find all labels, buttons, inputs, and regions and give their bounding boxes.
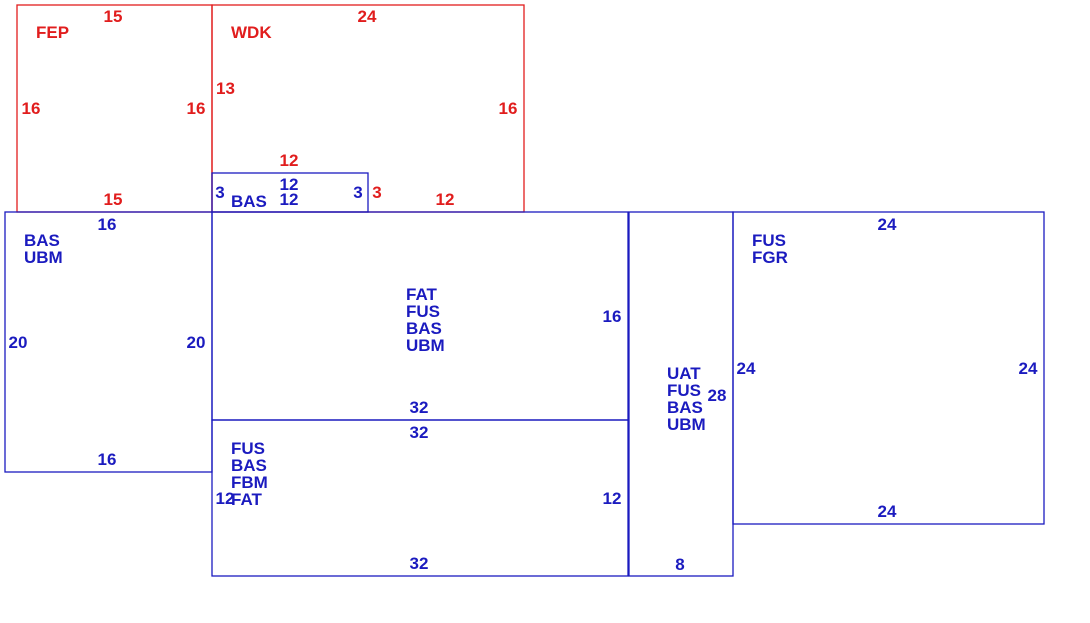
fus-fgr-bottom-dimension: 24 xyxy=(878,502,897,521)
center-bottom-bottom-dimension: 32 xyxy=(410,554,429,573)
bas-small-top-dimension: 12 xyxy=(280,175,299,194)
fus-fgr-code-2: FGR xyxy=(752,248,788,267)
center-bottom-area-outline xyxy=(211,419,629,577)
column-bottom-dimension: 8 xyxy=(675,555,684,574)
center-bottom-code-4: FAT xyxy=(231,490,262,509)
fus-fgr-right-dimension: 24 xyxy=(1019,359,1038,378)
center-top-code-1: FAT xyxy=(406,285,437,304)
bas-small-bottom-dimension: 12 xyxy=(280,190,299,209)
fep-left-dimension: 16 xyxy=(22,99,41,118)
center-top-right-dimension: 16 xyxy=(603,307,622,326)
fus-fgr-code-1: FUS xyxy=(752,231,786,250)
fep-right-dimension: 16 xyxy=(187,99,206,118)
column-code-3: BAS xyxy=(667,398,703,417)
center-bottom-right-dimension: 12 xyxy=(603,489,622,508)
center-bottom-code-1: FUS xyxy=(231,439,265,458)
wdk-right-dimension: 16 xyxy=(499,99,518,118)
center-bottom-left-dimension: 12 xyxy=(216,489,235,508)
wdk-bottom-left-dimension: 3 xyxy=(372,183,381,202)
center-top-bottom-dimension: 32 xyxy=(410,398,429,417)
bas-ubm-left-dimension: 20 xyxy=(9,333,28,352)
wdk-bottom-right-dimension: 12 xyxy=(436,190,455,209)
center-bottom-top-dimension: 32 xyxy=(410,423,429,442)
bas-ubm-code-1: BAS xyxy=(24,231,60,250)
bas-ubm-code-2: UBM xyxy=(24,248,63,267)
fus-fgr-area-outline xyxy=(732,211,1045,525)
center-bottom-code-3: FBM xyxy=(231,473,268,492)
bas-ubm-bottom-dimension: 16 xyxy=(98,450,117,469)
center-top-code-4: UBM xyxy=(406,336,445,355)
column-code-1: UAT xyxy=(667,364,701,383)
bas-ubm-top-dimension: 16 xyxy=(98,215,117,234)
fus-fgr-top-dimension: 24 xyxy=(878,215,897,234)
wdk-top-dimension: 24 xyxy=(358,7,377,26)
fep-top-dimension: 15 xyxy=(104,7,123,26)
wdk-code: WDK xyxy=(231,23,272,42)
bas-small-code: BAS xyxy=(231,192,267,211)
wdk-left-dimension: 13 xyxy=(216,79,235,98)
center-top-code-3: BAS xyxy=(406,319,442,338)
center-top-code-2: FUS xyxy=(406,302,440,321)
column-side-dimension: 28 xyxy=(708,386,727,405)
fus-fgr-left-dimension: 24 xyxy=(737,359,756,378)
bas-small-right-dimension: 3 xyxy=(353,183,362,202)
center-bottom-code-2: BAS xyxy=(231,456,267,475)
bas-ubm-right-dimension: 20 xyxy=(187,333,206,352)
column-code-4: UBM xyxy=(667,415,706,434)
fep-bottom-dimension: 15 xyxy=(104,190,123,209)
bas-small-left-dimension: 3 xyxy=(215,183,224,202)
wdk-inner-top-dimension: 12 xyxy=(280,151,299,170)
column-code-2: FUS xyxy=(667,381,701,400)
fep-code: FEP xyxy=(36,23,69,42)
